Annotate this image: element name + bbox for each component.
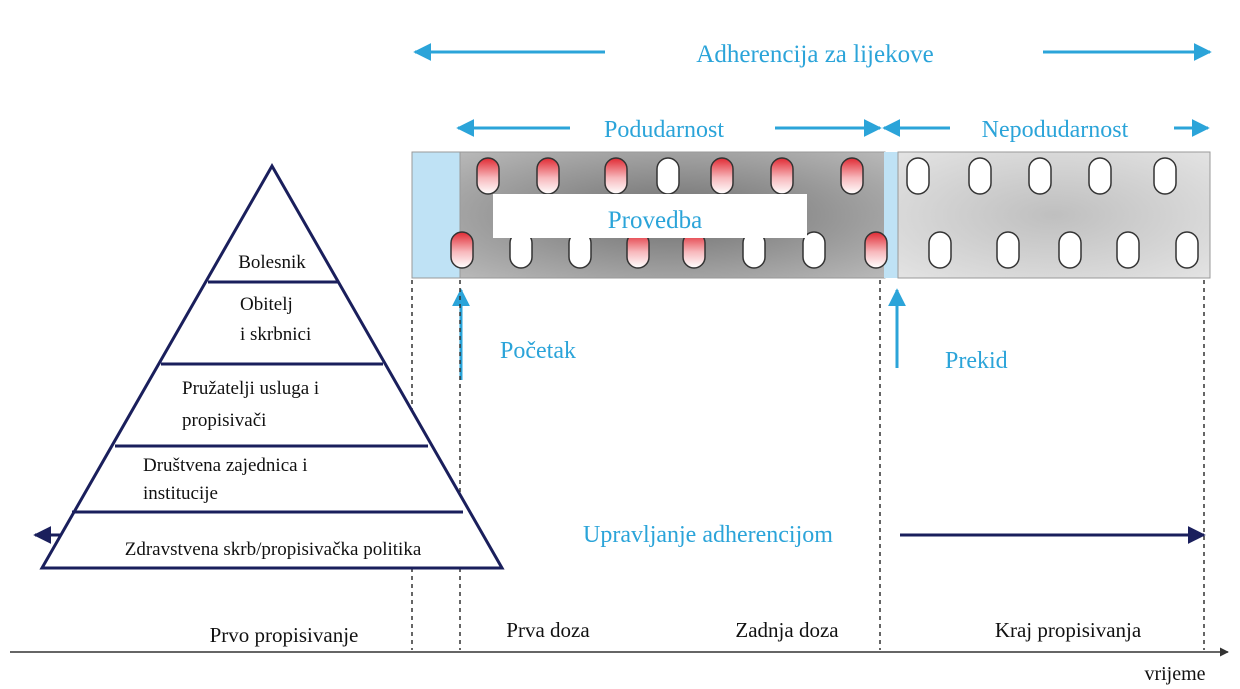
missed-pill-icon bbox=[656, 157, 680, 195]
compliance-header: Podudarnost bbox=[456, 117, 882, 143]
pyramid-level-family-line2: i skrbnici bbox=[240, 324, 311, 345]
management-label: Upravljanje adherencijom bbox=[583, 522, 833, 548]
pyramid-level-policy: Zdravstvena skrb/propisivačka politika bbox=[125, 539, 422, 560]
taken-pill-icon bbox=[710, 157, 734, 195]
pyramid-level-community-line2: institucije bbox=[143, 483, 218, 504]
missed-pill-icon bbox=[928, 231, 952, 269]
label-end-prescription: Kraj propisivanja bbox=[995, 618, 1142, 642]
label-last-dose: Zadnja doza bbox=[735, 618, 839, 642]
start-label: Početak bbox=[500, 338, 576, 364]
missed-pill-icon bbox=[1175, 231, 1199, 269]
missed-pill-icon bbox=[968, 157, 992, 195]
missed-pill-icon bbox=[1058, 231, 1082, 269]
adherence-header: Adherencija za lijekove bbox=[413, 41, 1212, 68]
missed-pill-icon bbox=[1153, 157, 1177, 195]
taken-pill-icon bbox=[770, 157, 794, 195]
missed-pill-icon bbox=[1028, 157, 1052, 195]
taken-pill-icon bbox=[476, 157, 500, 195]
pyramid-level-providers-line1: Pružatelji usluga i bbox=[182, 378, 319, 399]
pyramid-level-community-line1: Društvena zajednica i bbox=[143, 455, 308, 476]
compliance-label: Podudarnost bbox=[604, 117, 724, 143]
pills-group bbox=[450, 157, 1199, 269]
taken-pill-icon bbox=[604, 157, 628, 195]
taken-pill-icon bbox=[864, 231, 888, 269]
dashed-guides bbox=[411, 280, 1205, 650]
implementation-label: Provedba bbox=[608, 207, 702, 234]
adherence-title: Adherencija za lijekove bbox=[696, 41, 933, 68]
implementation-box bbox=[493, 194, 807, 238]
stop-label: Prekid bbox=[945, 348, 1008, 374]
start-event: Početak bbox=[452, 288, 576, 380]
pyramid-outline bbox=[39, 162, 505, 570]
missed-pill-icon bbox=[1088, 157, 1112, 195]
label-first-dose: Prva doza bbox=[506, 618, 590, 642]
taken-pill-icon bbox=[536, 157, 560, 195]
missed-pill-icon bbox=[802, 231, 826, 269]
pyramid-level-family-line1: Obitelj bbox=[240, 294, 293, 315]
pyramid-level-providers-line2: propisivači bbox=[182, 410, 266, 431]
stop-event: Prekid bbox=[888, 288, 1008, 374]
pill-band: Provedba bbox=[411, 151, 1211, 279]
pyramid-level-patient: Bolesnik bbox=[238, 252, 306, 273]
label-first-prescription: Prvo propisivanje bbox=[210, 623, 359, 647]
noncompliance-label: Nepodudarnost bbox=[982, 117, 1129, 143]
time-axis-label: vrijeme bbox=[1144, 663, 1205, 685]
noncompliance-header: Nepodudarnost bbox=[882, 117, 1210, 143]
taken-pill-icon bbox=[450, 231, 474, 269]
pyramid: Bolesnik Obitelj i skrbnici Pružatelji u… bbox=[39, 162, 505, 570]
time-axis: Prvo propisivanje Prva doza Zadnja doza … bbox=[10, 618, 1229, 685]
management-arrow: Upravljanje adherencijom bbox=[33, 522, 1206, 548]
missed-pill-icon bbox=[906, 157, 930, 195]
taken-pill-icon bbox=[840, 157, 864, 195]
missed-pill-icon bbox=[996, 231, 1020, 269]
missed-pill-icon bbox=[1116, 231, 1140, 269]
